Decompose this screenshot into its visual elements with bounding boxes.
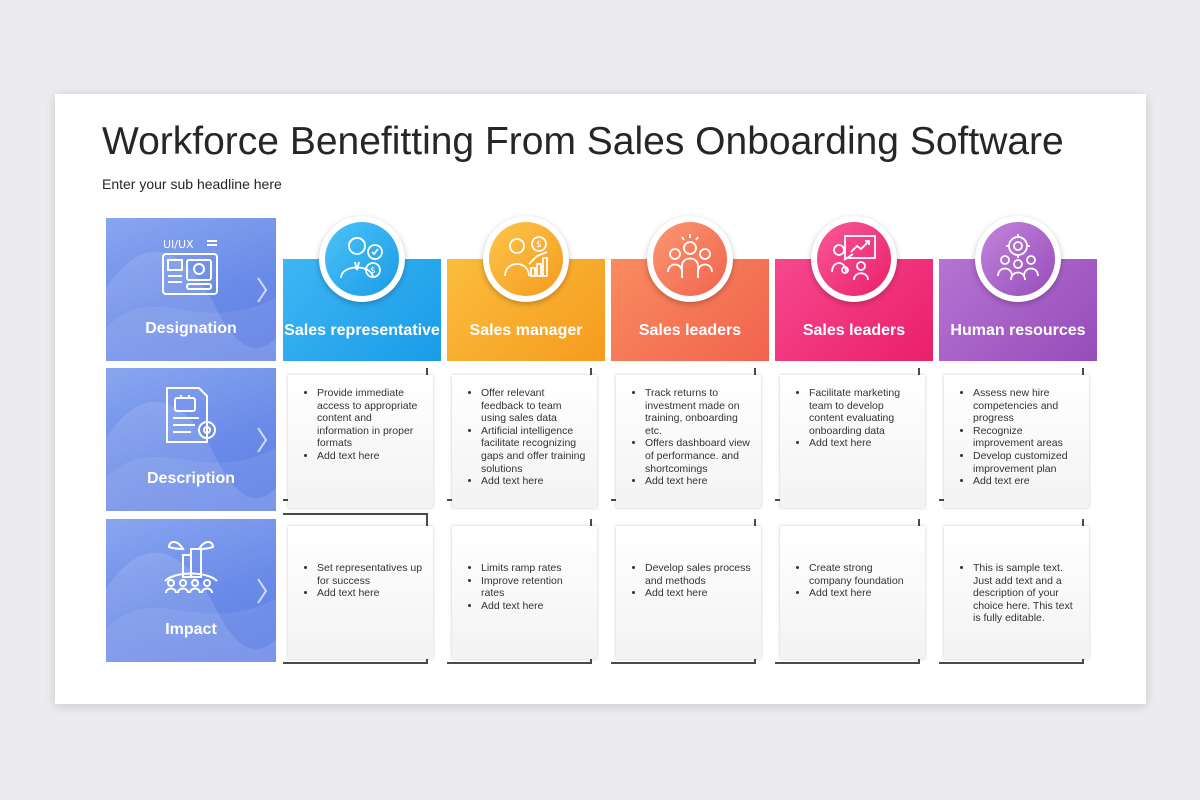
description-cell: Track returns to investment made on trai… — [611, 368, 768, 513]
bullet-item: Add text here — [317, 450, 423, 463]
bullet-item: Offer relevant feedback to team using sa… — [481, 387, 587, 425]
chevron-right-icon — [257, 578, 268, 604]
impact-cell: This is sample text. Just add text and a… — [939, 519, 1096, 664]
chevron-right-icon — [257, 277, 268, 303]
row-label-text: Designation — [145, 320, 237, 337]
bullet-item: Provide immediate access to appropriate … — [317, 387, 423, 450]
description-cell: Facilitate marketing team to develop con… — [775, 368, 932, 513]
impact-list: This is sample text. Just add text and a… — [956, 538, 1079, 625]
bullet-item: Add text here — [645, 587, 751, 600]
svg-text:$: $ — [370, 266, 376, 276]
column-icon-circle — [647, 216, 733, 302]
page-subtitle: Enter your sub headline here — [102, 176, 282, 192]
document-gear-icon — [166, 387, 216, 443]
businessman-dollar-icon: $ — [340, 237, 383, 279]
column-header-text: Human resources — [950, 321, 1086, 339]
impact-cell: Develop sales process and methodsAdd tex… — [611, 519, 768, 664]
ui-ux-layout-icon: UI/UX — [162, 238, 218, 295]
impact-cell: Limits ramp ratesImprove retention rates… — [447, 519, 604, 664]
description-list: Offer relevant feedback to team using sa… — [464, 387, 587, 488]
column-header-text: Sales leaders — [802, 321, 906, 339]
impact-list: Limits ramp ratesImprove retention rates… — [464, 538, 587, 612]
column-header-text: Sales leaders — [638, 321, 742, 339]
ui-ux-icon-text: UI/UX — [163, 238, 194, 251]
bullet-item: Add text ere — [973, 475, 1079, 488]
bullet-item: Recognize improvement areas — [973, 425, 1079, 450]
description-cell: Assess new hire competencies and progres… — [939, 368, 1096, 513]
description-list: Track returns to investment made on trai… — [628, 387, 751, 488]
bullet-item: Add text here — [645, 475, 751, 488]
description-list: Assess new hire competencies and progres… — [956, 387, 1079, 488]
bullet-item: Add text here — [481, 600, 587, 613]
impact-list: Set representatives up for successAdd te… — [300, 538, 423, 600]
row-label-impact: Impact — [106, 519, 276, 662]
bullet-item: Add text here — [809, 437, 915, 450]
column-icon-circle: $ — [483, 216, 569, 302]
wave-decoration — [106, 401, 276, 511]
bullet-item: Track returns to investment made on trai… — [645, 387, 751, 437]
bullet-item: Add text here — [809, 587, 915, 600]
bullet-item: Add text here — [481, 475, 587, 488]
impact-list: Develop sales process and methodsAdd tex… — [628, 538, 751, 600]
city-people-icon — [164, 541, 218, 594]
column-header-text: Sales manager — [469, 321, 583, 339]
team-leader-icon — [667, 234, 713, 278]
page-title: Workforce Benefitting From Sales Onboard… — [102, 120, 1064, 163]
bullet-item: Set representatives up for success — [317, 562, 423, 587]
bullet-item: Add text here — [317, 587, 423, 600]
bullet-item: This is sample text. Just add text and a… — [973, 562, 1079, 625]
row-label-designation: UI/UX Designation — [106, 218, 276, 361]
impact-list: Create strong company foundationAdd text… — [792, 538, 915, 600]
row-label-description: Description — [106, 368, 276, 511]
bullet-item: Facilitate marketing team to develop con… — [809, 387, 915, 437]
manager-growth-chart-icon: $ — [504, 236, 548, 277]
bullet-item: Artificial intelligence facilitate recog… — [481, 425, 587, 475]
column-header-text: Sales representative — [284, 321, 440, 339]
description-cell: Offer relevant feedback to team using sa… — [447, 368, 604, 513]
presentation-chart-icon — [831, 235, 876, 281]
description-list: Provide immediate access to appropriate … — [300, 387, 423, 463]
bullet-item: Assess new hire competencies and progres… — [973, 387, 1079, 425]
row-label-text: Description — [146, 470, 235, 487]
bullet-item: Improve retention rates — [481, 575, 587, 600]
wave-decoration — [106, 251, 276, 361]
chevron-right-icon — [257, 427, 268, 453]
wave-decoration — [106, 552, 276, 662]
row-label-text: Impact — [165, 621, 217, 638]
description-list: Facilitate marketing team to develop con… — [792, 387, 915, 450]
column-icon-circle — [975, 216, 1061, 302]
bullet-item: Develop sales process and methods — [645, 562, 751, 587]
impact-cell: Set representatives up for successAdd te… — [283, 513, 440, 664]
slide: Workforce Benefitting From Sales Onboard… — [55, 94, 1146, 704]
description-cell: Provide immediate access to appropriate … — [283, 368, 440, 513]
bullet-item: Offers dashboard view of performance. an… — [645, 437, 751, 475]
svg-text:$: $ — [536, 240, 542, 250]
bullet-item: Develop customized improvement plan — [973, 450, 1079, 475]
bullet-item: Limits ramp rates — [481, 562, 587, 575]
bullet-item: Create strong company foundation — [809, 562, 915, 587]
column-icon-circle — [811, 216, 897, 302]
impact-cell: Create strong company foundationAdd text… — [775, 519, 932, 664]
people-gear-icon — [997, 234, 1039, 281]
column-icon-circle: $ — [319, 216, 405, 302]
